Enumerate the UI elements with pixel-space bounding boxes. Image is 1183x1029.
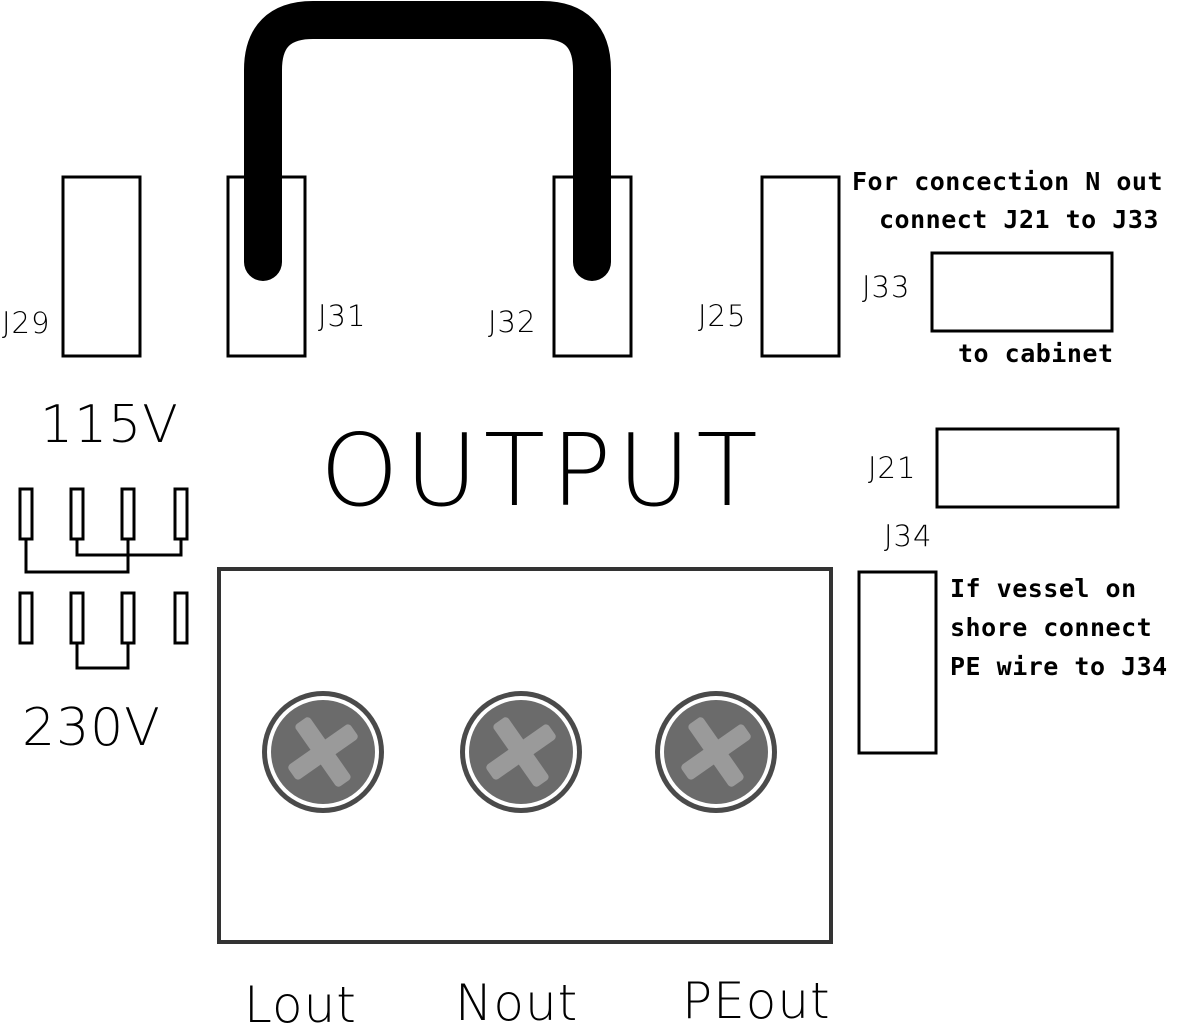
terminal-label-peout: PEout [682, 972, 831, 1029]
screw-nout-icon [460, 691, 582, 813]
jumper-wire-icon [244, 1, 611, 281]
terminal-label-nout: Nout [455, 974, 578, 1029]
title-output: OUTPUT [320, 412, 764, 529]
note-vessel-line3: PE wire to J34 [950, 652, 1168, 681]
note-to-cabinet: to cabinet [958, 339, 1114, 368]
voltage-selector [18, 487, 189, 645]
label-j25: J25 [698, 299, 746, 333]
label-j29: J29 [2, 306, 50, 340]
connector-j25 [760, 175, 841, 358]
label-230v: 230V [22, 698, 161, 758]
connector-j29 [61, 175, 142, 358]
label-j34: J34 [884, 519, 932, 553]
connector-j34 [857, 570, 938, 755]
label-j33: J33 [862, 270, 910, 304]
pin-top-2 [69, 487, 85, 541]
pin-bottom-3 [120, 591, 136, 645]
pin-bottom-2 [69, 591, 85, 645]
note-vessel-line1: If vessel on [950, 574, 1137, 603]
connector-j33 [930, 251, 1114, 333]
note-n-out-line2: connect J21 to J33 [879, 205, 1159, 234]
label-115v: 115V [40, 395, 179, 455]
screw-peout-icon [655, 691, 777, 813]
terminal-label-lout: Lout [244, 976, 357, 1029]
label-j31: J31 [318, 299, 366, 333]
pin-top-4 [173, 487, 189, 541]
note-vessel-line2: shore connect [950, 613, 1152, 642]
pin-bottom-1 [18, 591, 34, 645]
connector-j21 [935, 427, 1120, 509]
pin-top-3 [120, 487, 136, 541]
note-n-out-line1: For concection N out [852, 167, 1163, 196]
pin-bottom-4 [173, 591, 189, 645]
pin-top-1 [18, 487, 34, 541]
label-j21: J21 [868, 451, 916, 485]
label-j32: J32 [488, 305, 536, 339]
screw-lout-icon [262, 691, 384, 813]
selector-links [24, 539, 183, 670]
